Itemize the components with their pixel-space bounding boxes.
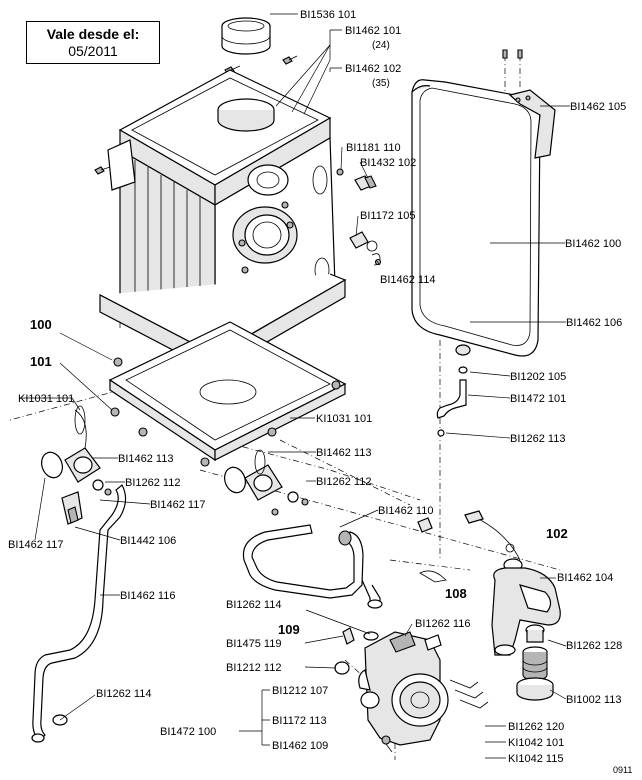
combustion-chamber [99, 69, 347, 374]
label-ki1042-101: KI1042 101 [508, 737, 564, 749]
clip-bi1462114 [371, 253, 382, 266]
part-labels: BI1536 101 BI1462 101 (24) BI1462 102 (3… [8, 9, 626, 765]
expansion-vessel [411, 49, 556, 357]
label-bi1262-128: BI1262 128 [566, 640, 622, 652]
label-bi1002-113: BI1002 113 [566, 694, 621, 706]
label-bi1172-105: BI1172 105 [360, 210, 415, 222]
label-bi1462-113-left: BI1462 113 [118, 453, 173, 465]
label-bi1462-114: BI1462 114 [380, 274, 435, 286]
label-bi1462-105: BI1462 105 [570, 101, 626, 113]
label-bi1472-100: BI1472 100 [160, 726, 216, 738]
siphon-drain [516, 646, 554, 701]
label-bi1475-119: BI1475 119 [226, 638, 281, 650]
callout-101: 101 [30, 354, 52, 369]
label-bi1462-109: BI1462 109 [272, 740, 328, 752]
label-ki1031-101-right: KI1031 101 [316, 413, 372, 425]
sensor-bi1172 [349, 231, 378, 252]
left-flange-assembly [41, 405, 112, 525]
sensor-bi1432 [354, 175, 377, 191]
label-bi1462-102: BI1462 102 [345, 63, 401, 75]
label-bi1462-117-mid: BI1462 117 [150, 499, 205, 511]
label-bi1262-112-centre: BI1262 112 [316, 476, 371, 488]
callout-100: 100 [30, 317, 52, 332]
label-bi1462-116: BI1462 116 [120, 590, 175, 602]
callout-102: 102 [546, 526, 568, 541]
sensor-bi1181 [336, 168, 344, 176]
label-bi1462-117-left: BI1462 117 [8, 539, 63, 551]
screw-top-2 [282, 55, 298, 65]
label-bi1462-110: BI1462 110 [378, 505, 433, 517]
label-ki1042-115: KI1042 115 [508, 753, 563, 765]
sensor-wire-assembly [417, 510, 521, 583]
drawing-number: 0911 [613, 765, 632, 775]
pump-clips [449, 679, 489, 709]
label-bi1462-102-qualifier: (35) [372, 78, 390, 89]
callout-numbers: 100 101 102 108 109 [30, 317, 568, 637]
nuts-base [110, 357, 341, 467]
label-bi1262-120: BI1262 120 [508, 721, 564, 733]
callout-108: 108 [445, 586, 467, 601]
leader-lines [20, 13, 570, 759]
screw-left [94, 166, 111, 175]
callout-109: 109 [278, 622, 300, 637]
label-bi1262-112-left: BI1262 112 [125, 477, 180, 489]
label-bi1212-107: BI1212 107 [272, 685, 328, 697]
label-bi1462-101: BI1462 101 [345, 25, 401, 37]
validity-label: Vale desde el: [46, 26, 140, 42]
base-gasket [108, 321, 347, 462]
circulation-pump [342, 627, 449, 753]
label-bi1172-113: BI1172 113 [272, 715, 327, 727]
vessel-pipe [436, 344, 471, 437]
label-bi1462-104: BI1462 104 [557, 572, 613, 584]
label-bi1262-114-centre: BI1262 114 [226, 599, 281, 611]
label-bi1462-101-qualifier: (24) [372, 40, 390, 51]
label-bi1202-105: BI1202 105 [510, 371, 566, 383]
flue-collar [221, 17, 271, 55]
o-rings-left-pump [334, 631, 379, 675]
label-bi1432-102: BI1432 102 [360, 157, 416, 169]
validity-date-box: Vale desde el: 05/2011 [26, 21, 160, 64]
label-ki1031-101-left: KI1031 101 [18, 393, 74, 405]
label-bi1262-114-left: BI1262 114 [96, 688, 151, 700]
label-bi1536-101: BI1536 101 [300, 9, 356, 21]
label-bi1181-110: BI1181 110 [346, 142, 401, 154]
label-bi1262-113: BI1262 113 [510, 433, 565, 445]
validity-date: 05/2011 [68, 43, 118, 59]
label-bi1462-100: BI1462 100 [565, 238, 621, 250]
label-bi1472-101: BI1472 101 [510, 393, 566, 405]
label-bi1442-106: BI1442 106 [120, 535, 176, 547]
label-bi1462-113-centre: BI1462 113 [316, 447, 371, 459]
left-return-pipe [31, 484, 127, 743]
flow-pipe [242, 524, 383, 609]
label-bi1212-112: BI1212 112 [226, 662, 281, 674]
hydraulic-block [491, 558, 561, 656]
label-bi1462-106: BI1462 106 [566, 317, 622, 329]
centre-flange-assembly [224, 449, 309, 516]
label-bi1262-116: BI1262 116 [415, 618, 470, 630]
